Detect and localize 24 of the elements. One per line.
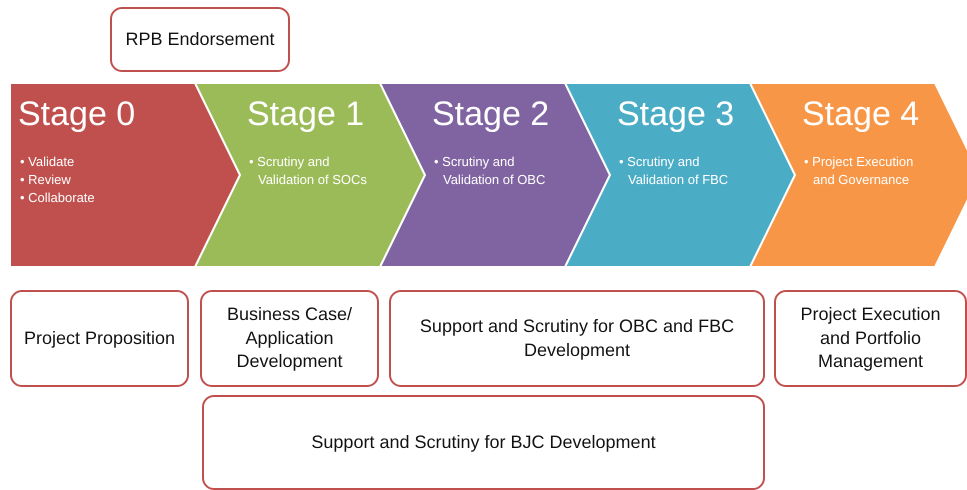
stage-title: Stage 4	[802, 95, 920, 134]
box-label: Project Execution and Portfolio Management	[799, 303, 942, 374]
box-label: RPB Endorsement	[125, 28, 275, 51]
bullet-item: • Scrutiny and Validation of SOCs	[249, 153, 367, 189]
rounded-box	[110, 7, 290, 72]
stage-title: Stage 2	[432, 95, 550, 134]
stage-title: Stage 1	[247, 95, 364, 134]
stage-banner	[750, 83, 967, 267]
rounded-box	[202, 395, 765, 490]
bullet-item: • Scrutiny and Validation of FBC	[619, 153, 730, 189]
stage-title: Stage 3	[617, 95, 734, 134]
box-label: Project Proposition	[24, 326, 176, 350]
bullet-item: • Scrutiny and Validation of OBC	[434, 153, 546, 189]
rounded-box	[389, 290, 765, 387]
rounded-box	[10, 290, 189, 387]
box-label: Business Case/ Application Development	[226, 303, 354, 374]
bullet-item: • Project Execution and Governance	[804, 153, 914, 189]
box-label: Support and Scrutiny for BJC Development	[311, 430, 656, 454]
stage-banner	[380, 83, 610, 267]
stage-banner	[565, 83, 795, 267]
box-label: Support and Scrutiny for OBC and FBC Development	[418, 315, 736, 362]
stage-banner	[195, 83, 425, 267]
rounded-box	[774, 290, 967, 387]
rounded-box	[200, 290, 379, 387]
